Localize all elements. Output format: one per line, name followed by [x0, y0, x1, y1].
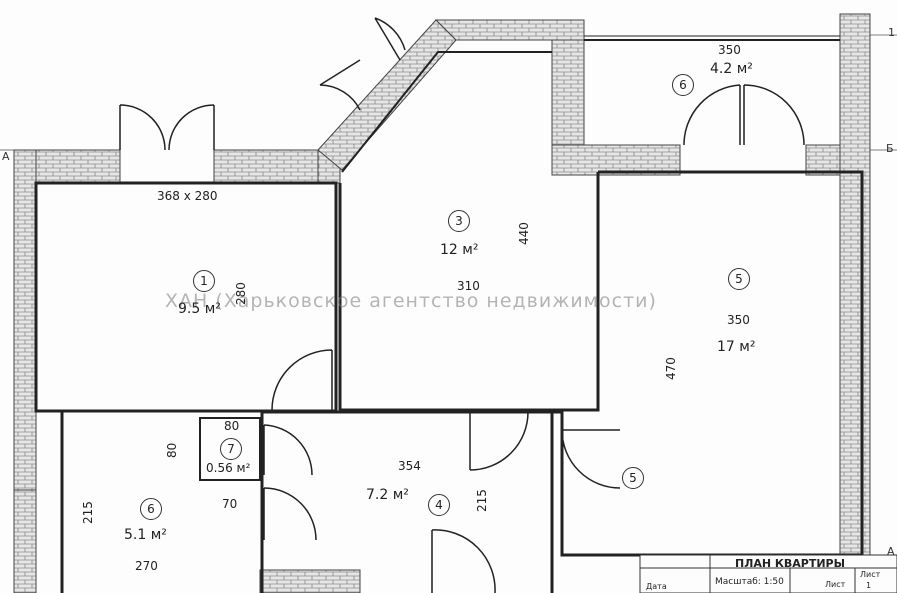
room-1-marker: 1 — [193, 270, 215, 292]
title-block-title: ПЛАН КВАРТИРЫ — [735, 557, 846, 570]
room-3-dim-horizontal: 310 — [457, 279, 480, 293]
room-4-marker: 4 — [428, 494, 450, 516]
room-7-dim: 80 — [224, 419, 240, 433]
room-7-marker: 7 — [220, 438, 242, 460]
exterior-walls — [13, 13, 871, 593]
axis-b-right: Б — [886, 142, 894, 155]
title-block-sheet-label: Лист — [825, 580, 846, 589]
room-6-dim-a: 80 — [165, 442, 179, 458]
room-5-marker: 5 — [728, 268, 750, 290]
axis-1-top: 1 — [888, 26, 895, 39]
room-4-area: 7.2 м² — [366, 487, 409, 503]
room-5-dim-vertical: 470 — [664, 357, 678, 380]
title-block-sheet: Лист — [860, 570, 881, 579]
room-3-dim-vertical: 440 — [517, 222, 531, 245]
room-4-dim-vertical: 215 — [475, 489, 489, 512]
corridor-marker: 5 — [622, 467, 644, 489]
balcony-area: 4.2 м² — [710, 61, 753, 77]
balcony-dim: 350 — [718, 43, 741, 57]
room-5-dim-horizontal: 350 — [727, 313, 750, 327]
room-3-area: 12 м² — [440, 242, 479, 258]
balcony-marker: 6 — [672, 74, 694, 96]
room-5-area: 17 м² — [717, 339, 756, 355]
room-1-area: 9.5 м² — [178, 301, 221, 317]
axis-a-right: А — [887, 545, 895, 558]
room-7-area: 0.56 м² — [206, 461, 251, 475]
room-1-side-dim: 280 — [234, 282, 248, 305]
room-6-area: 5.1 м² — [124, 527, 167, 543]
room-6-marker: 6 — [140, 498, 162, 520]
room-6-dim-b: 70 — [222, 497, 238, 511]
doors — [119, 17, 805, 593]
title-block — [639, 554, 897, 593]
watermark: ХАН (Харьковское агентство недвижимости) — [165, 290, 657, 312]
title-block-scale: Масштаб: 1:50 — [715, 577, 784, 587]
title-block-sheet-number: 1 — [866, 581, 872, 590]
room-3-marker: 3 — [448, 210, 470, 232]
room-6-dim-vertical: 215 — [81, 501, 95, 524]
title-block-date: Дата — [646, 582, 667, 591]
axis-a-left: А — [2, 150, 10, 163]
room-4-dim-horizontal: 354 — [398, 459, 421, 473]
room-6-dim-horizontal: 270 — [135, 559, 158, 573]
room-1-dims: 368 x 280 — [157, 189, 218, 203]
